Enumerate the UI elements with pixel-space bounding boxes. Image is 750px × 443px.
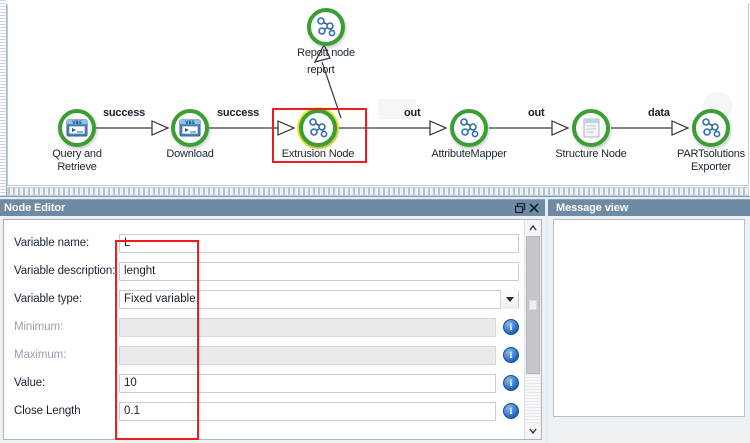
form-row-variable-name: Variable name: L bbox=[14, 232, 519, 254]
edge-label-data: data bbox=[648, 107, 670, 119]
form-row-close-length: Close Length 0.1 i bbox=[14, 400, 519, 422]
variable-form: Variable name: L Variable description: l… bbox=[4, 220, 525, 439]
label-variable-name: Variable name: bbox=[14, 237, 90, 249]
input-value[interactable]: 10 bbox=[119, 373, 496, 393]
node-editor-vertical-scrollbar[interactable] bbox=[524, 220, 541, 439]
label-value: Value: bbox=[14, 377, 46, 389]
canvas-left-ruler bbox=[0, 0, 7, 199]
node-label: Repott node bbox=[297, 47, 355, 59]
message-view-titlebar: Message view bbox=[548, 199, 750, 216]
node-editor-title: Node Editor bbox=[4, 202, 66, 214]
info-icon-value[interactable]: i bbox=[503, 375, 519, 391]
document-node-icon bbox=[583, 118, 600, 138]
input-variable-name[interactable]: L bbox=[119, 233, 519, 253]
label-maximum: Maximum: bbox=[14, 349, 67, 361]
message-view-title: Message view bbox=[556, 202, 629, 214]
vbs-script-icon: VBS bbox=[179, 119, 201, 137]
node-ring bbox=[299, 109, 337, 147]
node-ring bbox=[450, 109, 488, 147]
input-close-length[interactable]: 0.1 bbox=[119, 401, 496, 421]
graph-node-icon bbox=[317, 17, 336, 37]
svg-text:VBS: VBS bbox=[72, 120, 81, 125]
svg-text:VBS: VBS bbox=[185, 120, 194, 125]
node-label: Extrusion Node bbox=[281, 148, 355, 160]
chevron-down-icon[interactable] bbox=[525, 423, 541, 439]
graph-node-icon bbox=[309, 118, 328, 138]
graph-canvas[interactable] bbox=[7, 4, 749, 186]
edge-label-out-2: out bbox=[528, 107, 545, 119]
edge-label-success-2: success bbox=[217, 107, 260, 119]
info-icon-close-length[interactable]: i bbox=[503, 403, 519, 419]
chevron-down-icon[interactable] bbox=[500, 289, 518, 309]
edge-label-out-1: out bbox=[404, 107, 421, 119]
form-row-minimum: Minimum: i bbox=[14, 316, 519, 338]
node-label: Structure Node bbox=[555, 148, 627, 160]
canvas-watermark bbox=[378, 99, 416, 119]
message-view-panel: Message view Debug view Message view bbox=[548, 199, 750, 443]
form-row-variable-type: Variable type: Fixed variable bbox=[14, 288, 519, 310]
node-label: Query and Retrieve bbox=[52, 148, 102, 173]
node-ring bbox=[307, 8, 345, 46]
vbs-script-icon: VBS bbox=[66, 119, 88, 137]
node-editor-body: Variable name: L Variable description: l… bbox=[3, 219, 542, 440]
node-ring bbox=[692, 109, 730, 147]
label-close-length: Close Length bbox=[14, 405, 81, 417]
label-minimum: Minimum: bbox=[14, 321, 64, 333]
graph-canvas-area: success success out out data report VBS … bbox=[0, 0, 750, 200]
close-icon[interactable] bbox=[527, 201, 541, 215]
label-variable-type: Variable type: bbox=[14, 293, 83, 305]
graph-node-icon bbox=[702, 118, 721, 138]
form-row-value: Value: 10 i bbox=[14, 372, 519, 394]
input-variable-description[interactable]: lenght bbox=[119, 261, 519, 281]
scrollbar-thumb[interactable] bbox=[526, 236, 540, 374]
node-label: Download bbox=[166, 148, 214, 160]
node-label: AttributeMapper bbox=[431, 148, 507, 160]
form-row-variable-description: Variable description: lenght bbox=[14, 260, 519, 282]
label-variable-description: Variable description: bbox=[14, 265, 116, 277]
canvas-horizontal-scrollbar[interactable] bbox=[7, 187, 749, 196]
node-selection-box bbox=[272, 108, 367, 163]
node-editor-panel: Node Editor Variable name: L Variable de… bbox=[0, 199, 545, 443]
chevron-up-icon[interactable] bbox=[525, 220, 541, 236]
info-icon-minimum[interactable]: i bbox=[503, 319, 519, 335]
graph-node-icon bbox=[460, 118, 479, 138]
form-highlight-box bbox=[115, 240, 199, 440]
node-label: PARTsolutions Exporter bbox=[677, 148, 745, 173]
form-row-maximum: Maximum: i bbox=[14, 344, 519, 366]
select-variable-type-value: Fixed variable bbox=[124, 293, 196, 305]
canvas-bottom-divider bbox=[0, 196, 750, 200]
node-editor-titlebar: Node Editor bbox=[0, 199, 545, 216]
edge-label-report: report bbox=[307, 64, 335, 76]
edge-label-success-1: success bbox=[103, 107, 146, 119]
message-view-content[interactable] bbox=[553, 219, 745, 417]
select-variable-type[interactable]: Fixed variable bbox=[119, 289, 519, 309]
float-window-icon[interactable] bbox=[513, 201, 527, 215]
info-icon-maximum[interactable]: i bbox=[503, 347, 519, 363]
input-maximum bbox=[119, 345, 496, 365]
input-minimum bbox=[119, 317, 496, 337]
